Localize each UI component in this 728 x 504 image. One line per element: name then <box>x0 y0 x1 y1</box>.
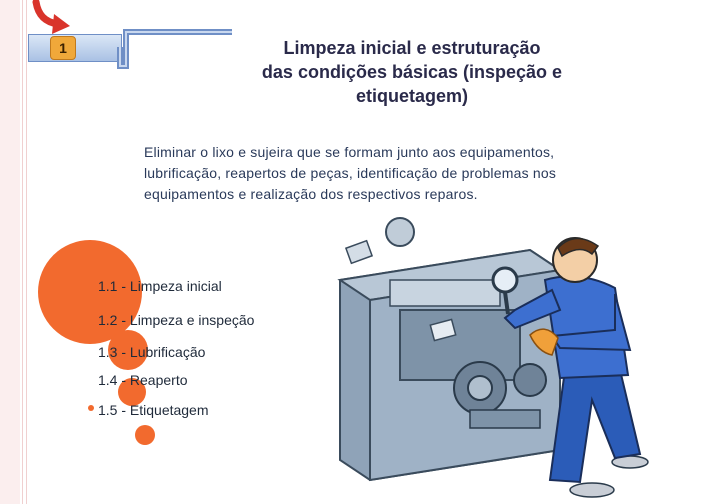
list-item: 1.1 - Limpeza inicial <box>98 278 222 294</box>
left-margin-band <box>0 0 20 504</box>
decor-bubble <box>38 240 142 344</box>
list-item: 1.5 - Etiquetagem <box>98 402 209 418</box>
list-item: 1.4 - Reaperto <box>98 372 188 388</box>
step-number-badge: 1 <box>50 36 76 60</box>
list-item: 1.3 - Lubrificação <box>98 344 206 360</box>
decor-bubble <box>118 378 146 406</box>
margin-rule <box>26 0 27 504</box>
slide-description: Eliminar o lixo e sujeira que se formam … <box>144 144 557 202</box>
decor-bubble <box>135 425 155 445</box>
decor-bubble <box>88 405 94 411</box>
worker-inspecting-machine-illustration <box>337 217 649 498</box>
slide-title: Limpeza inicial e estruturação das condi… <box>261 38 563 106</box>
list-item: 1.2 - Limpeza e inspeção <box>98 312 255 328</box>
margin-rule <box>22 0 23 504</box>
worker <box>491 237 649 498</box>
decor-bubble <box>108 330 148 370</box>
curved-arrow-icon <box>32 0 70 34</box>
machine <box>337 217 563 482</box>
